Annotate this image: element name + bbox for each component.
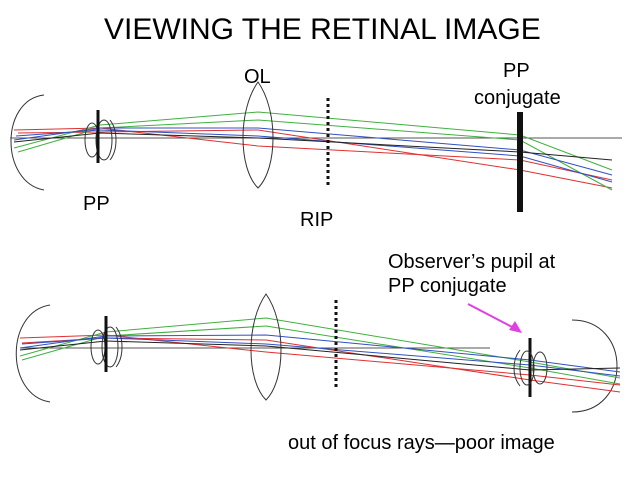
out-of-focus-caption: out of focus rays—poor image [288,432,555,454]
rays-top [13,111,613,191]
objective-lens-bottom [250,293,282,401]
rip-label: RIP [300,209,334,231]
patient-eye-bottom [15,304,51,403]
rays-bottom [19,317,621,393]
pp-conjugate-label-line2: conjugate [474,87,561,109]
pp-label: PP [83,193,110,215]
patient-eye-top [10,94,45,191]
top-diagram [10,81,622,212]
pp-conjugate-label-line1: PP [503,60,530,82]
observer-lens [513,349,548,387]
observer-arrow [467,303,522,333]
ol-label: OL [244,66,271,88]
observer-pupil-label-line1: Observer’s pupil at [388,251,556,273]
eye-lens-top [84,119,117,161]
page-title: VIEWING THE RETINAL IMAGE [104,13,541,46]
bottom-diagram [15,293,621,413]
objective-lens-top [242,81,274,189]
observer-pupil-label-line2: PP conjugate [388,275,507,297]
observer-eye [571,319,618,413]
